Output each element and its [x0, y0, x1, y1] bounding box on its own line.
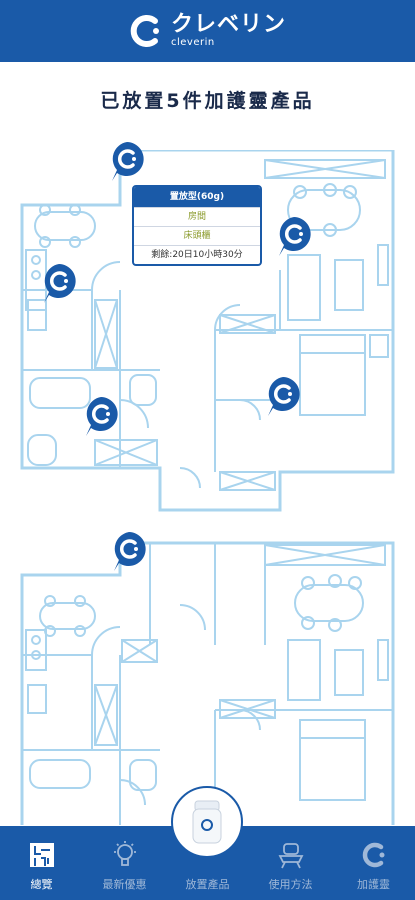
floor-2-pin[interactable]	[110, 530, 148, 574]
popup-remaining-time: 剩餘:20日10小時30分	[134, 245, 260, 264]
popup-product-name: 置放型(60g)	[134, 187, 260, 207]
tab-cleverin[interactable]: 加護靈	[332, 826, 415, 900]
product-icon	[192, 800, 222, 844]
popup-room: 房間	[134, 207, 260, 226]
lightbulb-icon	[113, 841, 136, 866]
tab-latest-offers[interactable]: 最新優惠	[83, 826, 166, 900]
tab-overview[interactable]: 總覽	[0, 826, 83, 900]
place-product-button[interactable]	[171, 786, 243, 858]
tab-place-product[interactable]: 放置產品	[166, 826, 249, 900]
popup-location: 床頭櫃	[134, 226, 260, 245]
tab-label-latest-offers: 最新優惠	[102, 878, 147, 891]
floorplan-icon	[29, 843, 54, 867]
product-pin-5[interactable]	[82, 395, 120, 439]
logo-japanese-text: クレベリン	[170, 12, 286, 37]
floor-plan-upper	[20, 150, 395, 512]
cleverin-logo: クレベリン cleverin	[129, 13, 286, 49]
product-pin-1[interactable]	[108, 140, 146, 184]
product-info-popup[interactable]: 置放型(60g) 房間 床頭櫃 剩餘:20日10小時30分	[132, 185, 262, 266]
howto-icon	[278, 843, 303, 869]
tab-label-cleverin: 加護靈	[357, 878, 390, 891]
product-pin-3[interactable]	[40, 262, 78, 306]
cleverin-logo-icon	[130, 15, 159, 47]
app-header: クレベリン cleverin	[0, 0, 415, 62]
cleverin-logo-icon	[362, 842, 384, 868]
tab-label-place-product: 放置產品	[185, 878, 230, 891]
page-title: 已放置5件加護靈產品	[100, 90, 315, 112]
product-pin-4[interactable]	[264, 375, 302, 419]
tab-how-to-use[interactable]: 使用方法	[249, 826, 332, 900]
floor-plan-lower	[20, 541, 395, 825]
product-pin-2[interactable]	[275, 215, 313, 259]
tab-label-how-to-use: 使用方法	[268, 878, 313, 891]
logo-english-text: cleverin	[170, 37, 215, 48]
tab-label-overview: 總覽	[30, 878, 53, 891]
